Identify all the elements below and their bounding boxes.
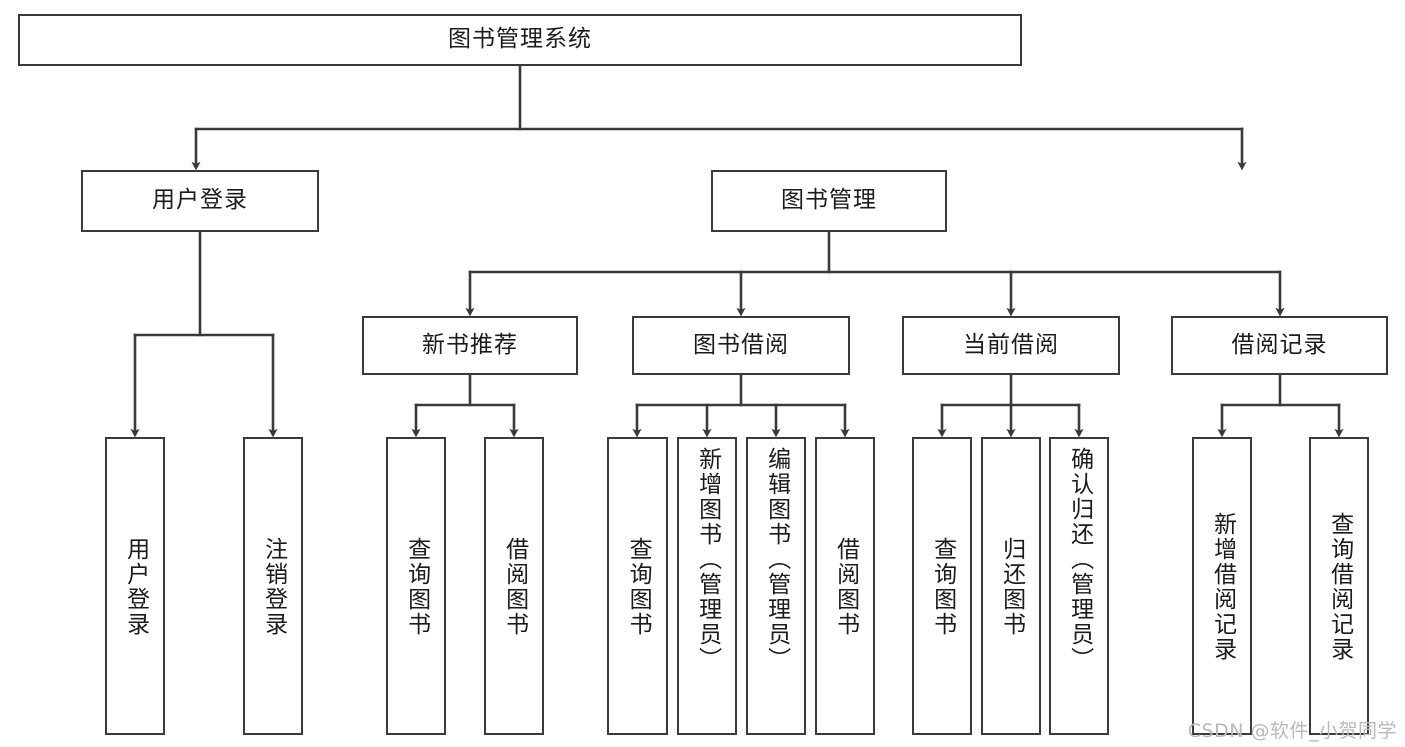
node-label: 查询图书	[625, 537, 652, 637]
node-leaf-query-book-borrow[interactable]: 查询图书	[607, 437, 668, 735]
node-label: 查询图书	[929, 537, 956, 637]
node-label: 编辑图书（管理员）	[763, 447, 790, 672]
node-current-borrow[interactable]: 当前借阅	[902, 316, 1120, 375]
node-leaf-edit-book[interactable]: 编辑图书（管理员）	[746, 437, 806, 735]
node-leaf-confirm-return[interactable]: 确认归还（管理员）	[1049, 437, 1109, 735]
node-label: 归还图书	[998, 537, 1025, 637]
node-label: 图书借阅	[693, 331, 789, 358]
node-leaf-query-book-current[interactable]: 查询图书	[912, 437, 972, 735]
node-label: 新书推荐	[422, 331, 518, 358]
node-leaf-borrow-book-recommend[interactable]: 借阅图书	[484, 437, 544, 735]
node-label: 用户登录	[122, 537, 149, 637]
node-borrow-record[interactable]: 借阅记录	[1171, 316, 1388, 375]
csdn-watermark: CSDN @软件_小贺同学	[1187, 720, 1397, 742]
node-label: 用户登录	[152, 187, 248, 214]
node-leaf-user-logout[interactable]: 注销登录	[243, 437, 303, 735]
node-label: 查询图书	[403, 537, 430, 637]
node-label: 图书管理系统	[448, 26, 592, 53]
node-label: 借阅图书	[832, 537, 859, 637]
node-leaf-borrow-book[interactable]: 借阅图书	[815, 437, 875, 735]
node-leaf-query-book-recommend[interactable]: 查询图书	[386, 437, 446, 735]
node-leaf-add-book[interactable]: 新增图书（管理员）	[677, 437, 737, 735]
node-label: 图书管理	[781, 187, 877, 214]
node-label: 确认归还（管理员）	[1066, 447, 1093, 672]
node-label: 借阅记录	[1231, 331, 1328, 358]
node-book-borrow[interactable]: 图书借阅	[632, 316, 850, 375]
node-label: 借阅图书	[501, 537, 528, 637]
node-label: 新增借阅记录	[1209, 512, 1236, 662]
node-label: 新增图书（管理员）	[694, 447, 721, 672]
node-leaf-query-borrow-record[interactable]: 查询借阅记录	[1309, 437, 1369, 735]
node-label: 查询借阅记录	[1326, 512, 1353, 662]
node-leaf-add-borrow-record[interactable]: 新增借阅记录	[1192, 437, 1252, 735]
node-label: 注销登录	[260, 537, 287, 637]
node-user-login[interactable]: 用户登录	[81, 170, 319, 232]
node-root-book-management-system[interactable]: 图书管理系统	[18, 14, 1022, 66]
node-label: 当前借阅	[963, 331, 1059, 358]
node-leaf-return-book[interactable]: 归还图书	[981, 437, 1041, 735]
node-leaf-user-login[interactable]: 用户登录	[105, 437, 165, 735]
node-new-book-recommend[interactable]: 新书推荐	[362, 316, 578, 375]
node-book-management[interactable]: 图书管理	[711, 170, 947, 232]
